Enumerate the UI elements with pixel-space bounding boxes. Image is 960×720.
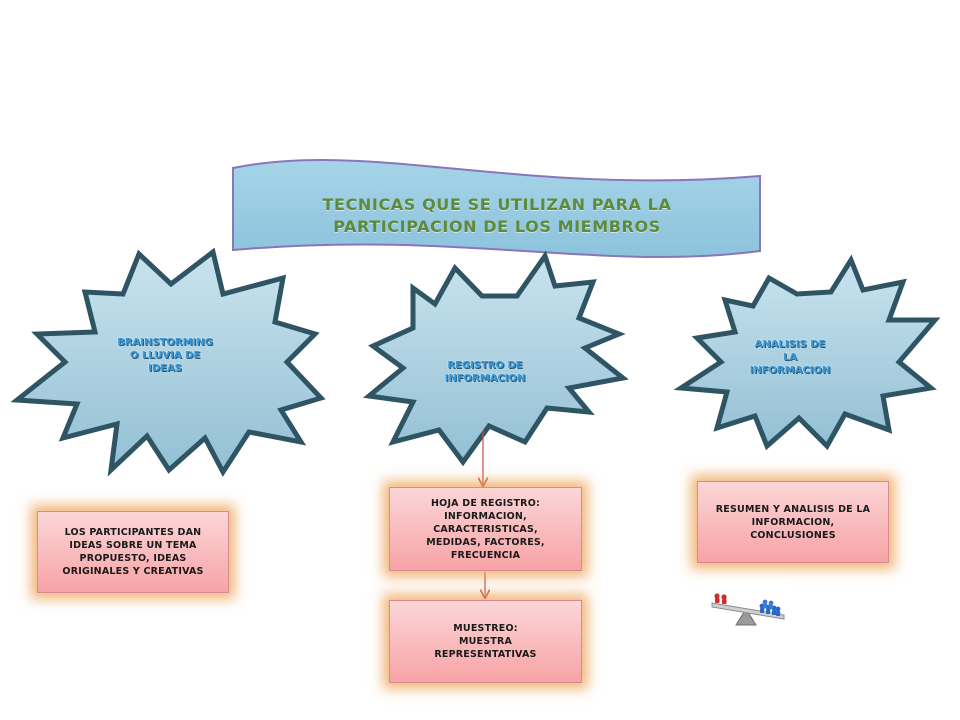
resumen-analisis-box: RESUMEN Y ANALISIS DE LA INFORMACION, CO… — [697, 481, 889, 563]
title-banner — [232, 158, 761, 259]
hoja-de-registro-box: HOJA DE REGISTRO: INFORMACION, CARACTERI… — [389, 487, 582, 571]
balance-scale-icon — [706, 579, 790, 631]
diagram-title: TECNICAS QUE SE UTILIZAN PARA LA PARTICI… — [262, 181, 732, 251]
registro-label: REGISTRO DE INFORMACION — [444, 360, 526, 384]
starburst-brainstorming — [10, 247, 326, 477]
starburst-registro — [362, 250, 629, 467]
brainstorming-description-box: LOS PARTICIPANTES DAN IDEAS SOBRE UN TEM… — [37, 511, 229, 593]
muestreo-box: MUESTREO: MUESTRA REPRESENTATIVAS — [389, 600, 582, 683]
analisis-label: ANALISIS DE LA INFORMACION — [749, 338, 831, 376]
brainstorming-label: BRAINSTORMING O LLUVIA DE IDEAS — [117, 336, 213, 374]
starburst-analisis — [673, 254, 941, 451]
title-line-1: TECNICAS QUE SE UTILIZAN PARA LA — [322, 195, 672, 214]
title-line-2: PARTICIPACION DE LOS MIEMBROS — [333, 217, 661, 236]
